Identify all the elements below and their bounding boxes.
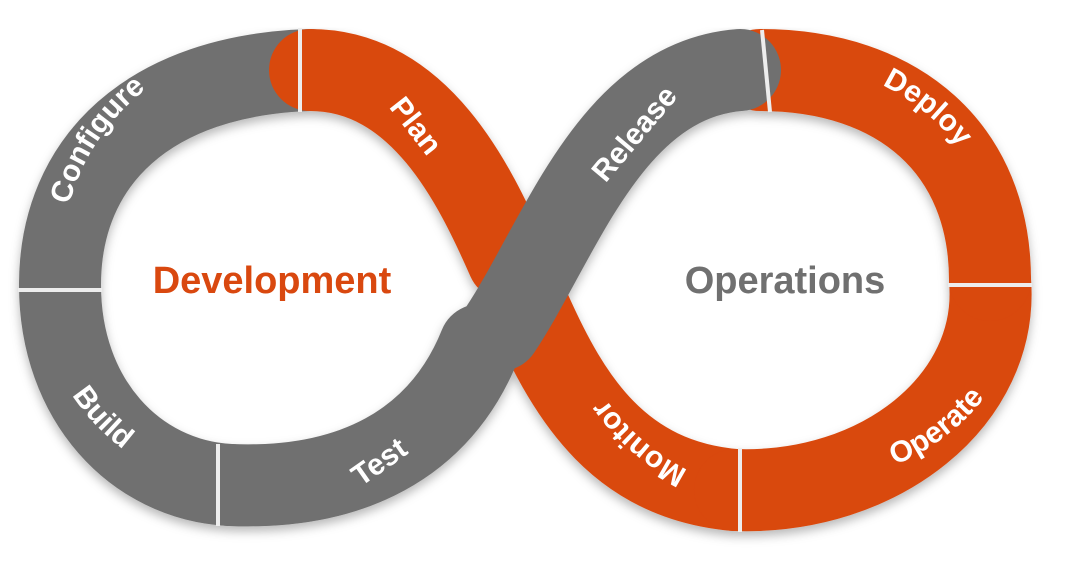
segment-operate	[694, 239, 1032, 532]
segment-test	[189, 304, 521, 527]
segment-dividers	[18, 28, 1032, 532]
center-label-development: Development	[153, 260, 392, 302]
segment-deploy	[719, 29, 1031, 321]
segment-plan	[269, 29, 549, 301]
center-label-operations: Operations	[685, 260, 886, 302]
segment-configure	[19, 29, 351, 326]
segment-release	[459, 29, 781, 371]
segment-monitor	[489, 269, 776, 531]
